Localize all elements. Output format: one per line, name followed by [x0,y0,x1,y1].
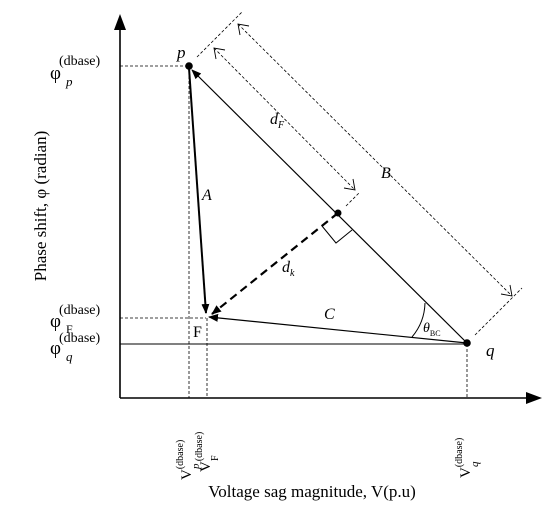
angle-arc [411,302,426,338]
b-extension-top [196,11,243,58]
y-axis-arrow [114,14,126,30]
label-point-p: p [176,43,186,62]
label-point-q: q [486,341,495,360]
right-angle-marker [321,225,353,244]
label-dk: dk [282,259,295,279]
segment-a [188,67,210,314]
point-q [463,339,471,347]
ytick-phi-p: φ(dbase) [50,54,101,84]
segment-c [208,313,468,344]
dimension-df-arrow-top [213,47,226,60]
xtick-v-f: V(dbase) F [194,432,221,472]
ytick-phi-f: φ(dbase) [50,303,101,332]
df-extension-bottom [345,191,361,207]
ytick-phi-f-sub: F [66,322,73,336]
label-segment-c: C [324,306,335,323]
label-df: dF [270,111,285,131]
xtick-v-q: V(dbase) q [454,438,481,478]
dimension-df [213,47,356,191]
point-p [185,62,193,70]
svg-text:p: p [190,463,202,470]
b-extension-bottom [474,287,523,336]
svg-text:V(dbase): V(dbase) [194,432,214,472]
point-foot [334,209,342,217]
label-point-f: F [193,324,202,341]
y-axis-label: Phase shift, φ (radian) [31,131,50,282]
dimension-b-arrow-top [237,23,250,36]
label-segment-a: A [201,187,212,204]
svg-text:q: q [469,461,481,467]
label-angle: θBC [423,321,441,338]
segment-qp [191,69,468,344]
x-axis-label: Voltage sag magnitude, V(p.u) [208,482,416,501]
svg-text:V(dbase): V(dbase) [454,438,474,478]
svg-text:F: F [210,455,221,461]
dimension-b [237,23,513,297]
xtick-v-p: V(dbase) p [175,440,202,480]
svg-text:V(dbase): V(dbase) [175,440,195,480]
x-axis-arrow [526,392,542,404]
ytick-phi-p-sub: p [65,74,73,89]
label-segment-b: B [381,165,391,182]
dimension-b-arrow-bottom [500,284,513,297]
dimension-df-arrow-bottom [343,178,356,191]
segment-dk [211,212,339,315]
ytick-phi-q: φ(dbase) [50,331,101,359]
ytick-phi-q-sub: q [66,349,73,364]
